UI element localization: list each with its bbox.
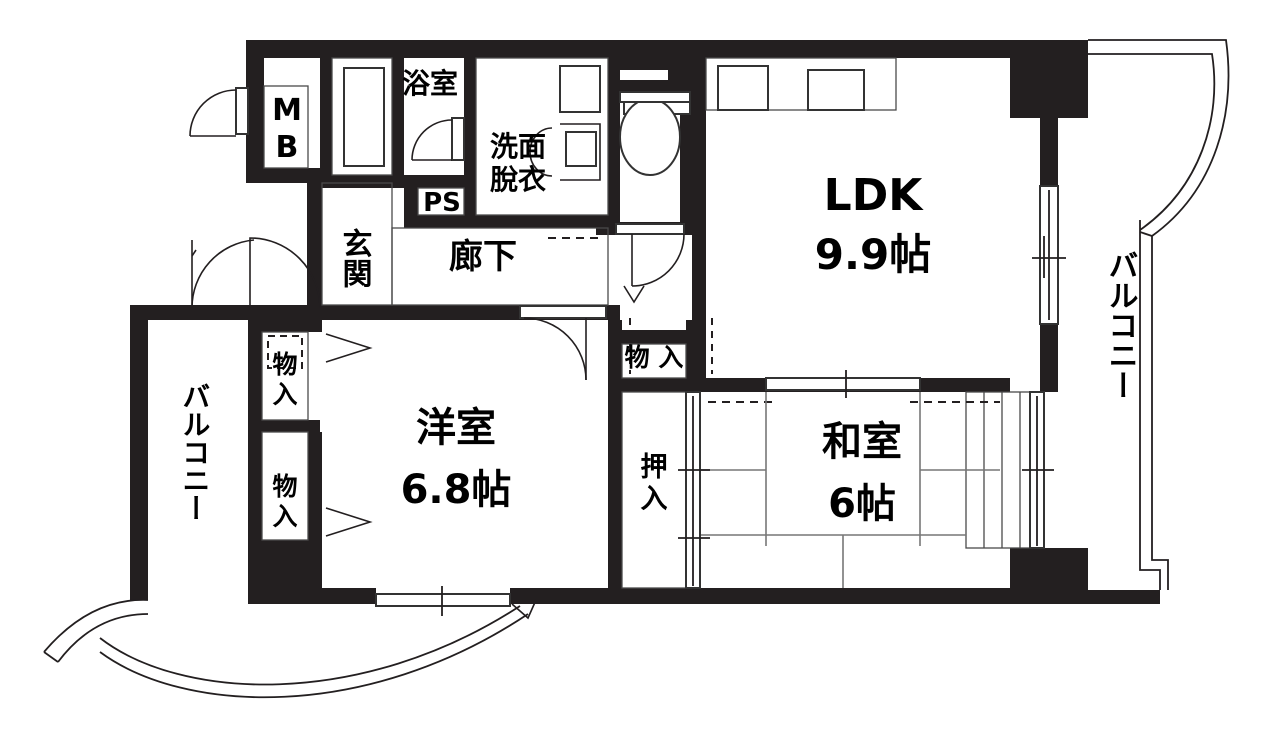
fixture-kitchen-counter [705, 57, 897, 111]
windows [375, 185, 1066, 616]
closet-label-monoire-upper-left: 物 入 [272, 350, 298, 409]
fixture-toilet [619, 91, 691, 176]
room-label-ldk: LDK [823, 170, 923, 221]
balcony-right-outline [1088, 39, 1230, 590]
balcony-left-outline [43, 599, 149, 663]
balcony-label-right: バルコニー [1102, 250, 1138, 400]
oshiire-sliding-marks [678, 391, 710, 589]
closet-label-monoire-mid: 物 入 [624, 343, 684, 372]
wall-structure [130, 40, 1160, 604]
area-label-senmen-datsui: 洗面 脫衣 [489, 130, 547, 197]
room-label-washitsu: 和室 [822, 419, 902, 465]
fixture-washbasin [529, 65, 601, 181]
room-size-washitsu: 6帖 [828, 481, 896, 527]
area-label-ps: PS [423, 188, 461, 218]
area-label-genkan: 玄関 [336, 228, 372, 288]
room-label-yoshitsu: 洋室 [416, 405, 496, 451]
area-label-mb: M B [272, 93, 302, 165]
closet-label-oshiire: 押 入 [640, 452, 668, 516]
fixture-bathtub [343, 67, 385, 167]
room-size-yoshitsu: 6.8帖 [400, 467, 512, 513]
bottom-approach-arc [99, 605, 529, 699]
balcony-label-left: バルコニー [178, 382, 212, 522]
room-size-ldk: 9.9帖 [814, 230, 932, 279]
door-swings [189, 87, 685, 620]
closet-label-monoire-lower-left: 物 入 [272, 472, 298, 531]
area-label-yokushitsu: 浴室 [401, 67, 459, 100]
tatami-layout [694, 392, 1000, 588]
area-label-rouka: 廊下 [449, 237, 517, 277]
